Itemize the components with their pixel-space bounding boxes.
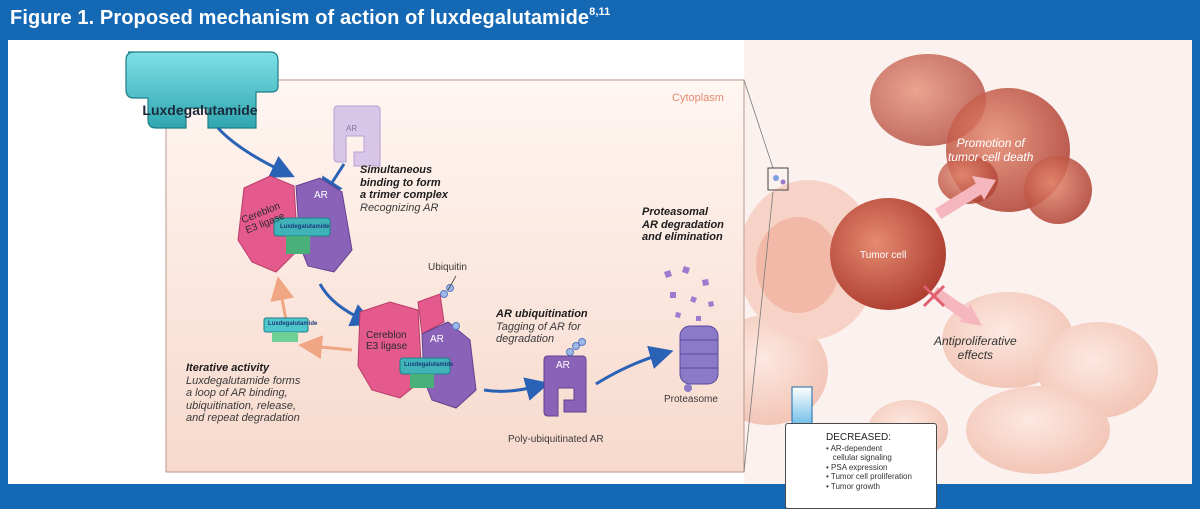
complex-1-drug-label: Luxdegalutamide <box>280 224 330 230</box>
arrow-loop-up <box>270 276 295 321</box>
step-proteasomal-text: Proteasomal AR degradation and eliminati… <box>642 206 724 243</box>
free-drug-shape <box>263 317 309 342</box>
free-ar-shape <box>333 105 381 167</box>
step-iterative-text: Iterative activity Luxdegalutamide forms… <box>186 362 301 424</box>
decreased-title: DECREASED: <box>826 432 892 443</box>
proteasome-label: Proteasome <box>664 394 718 405</box>
arrow-complex-to-ubiquitination <box>318 283 375 327</box>
arrow-to-death-shaft <box>934 182 984 220</box>
decreased-item: Tumor growth <box>826 482 912 491</box>
step-binding-text: Simultaneous binding to form a trimer co… <box>360 164 449 214</box>
arrow-to-proteasome <box>595 345 674 386</box>
decreased-item: cellular signaling <box>832 453 892 463</box>
poly-ub-label: Poly-ubiquitinated AR <box>508 434 604 445</box>
arrow-to-anti-shaft <box>930 287 970 319</box>
decreased-item: Tumor cell proliferation <box>826 472 912 481</box>
proteasome-shape <box>679 325 719 392</box>
step-ubiquitination-text: AR ubiquitination Tagging of AR for degr… <box>496 308 588 345</box>
antiproliferative-label: Antiproliferative effects <box>934 334 1017 362</box>
poly-ub-ar-label: AR <box>556 360 570 371</box>
mechanism-diagram <box>125 40 1192 484</box>
block-x-icon <box>922 284 946 308</box>
drug-box-shape <box>125 51 279 129</box>
zoom-inset-box <box>767 167 789 191</box>
poly-ub-ar-shape <box>543 338 587 417</box>
figure-title: Figure 1. Proposed mechanism of action o… <box>10 6 611 29</box>
degraded-fragments <box>664 266 714 321</box>
ubiquitin-pointer <box>447 275 457 291</box>
arrow-to-poly-ub <box>483 377 550 401</box>
arrow-release <box>298 335 353 360</box>
cytoplasm-label: Cytoplasm <box>672 92 724 104</box>
drug-box-label: Luxdegalutamide <box>142 102 258 118</box>
decreased-list: AR-dependent cellular signaling PSA expr… <box>826 444 912 491</box>
decreased-item: AR-dependent <box>826 444 912 453</box>
complex-1-ar-label: AR <box>314 190 328 201</box>
complex-2-ar-label: AR <box>430 334 444 345</box>
tumor-cell-shape <box>830 198 946 310</box>
figure-title-refs: 8,11 <box>589 6 611 18</box>
title-bar: Figure 1. Proposed mechanism of action o… <box>0 0 1200 38</box>
cell-nucleus <box>756 217 840 313</box>
arrow-to-death-head <box>972 176 996 200</box>
zoom-line-bottom <box>743 191 774 473</box>
decreased-item: PSA expression <box>826 463 912 472</box>
arrow-drug-to-complex <box>216 126 295 178</box>
tumor-death-label: Promotion of tumor cell death <box>948 136 1034 164</box>
ubiquitin-label: Ubiquitin <box>428 262 467 273</box>
free-drug-label: Luxdegalutamide <box>268 321 318 327</box>
decreased-box: DECREASED: AR-dependent cellular signali… <box>785 423 937 509</box>
tumor-cell-label: Tumor cell <box>860 250 907 261</box>
complex-2-drug-label: Luxdegalutamide <box>404 362 454 368</box>
arrow-to-anti-head <box>960 304 982 326</box>
trimer-complex-2 <box>357 284 477 409</box>
free-ar-label: AR <box>346 124 358 133</box>
trimer-complex-1 <box>237 175 353 273</box>
zoom-line-top <box>743 79 774 169</box>
